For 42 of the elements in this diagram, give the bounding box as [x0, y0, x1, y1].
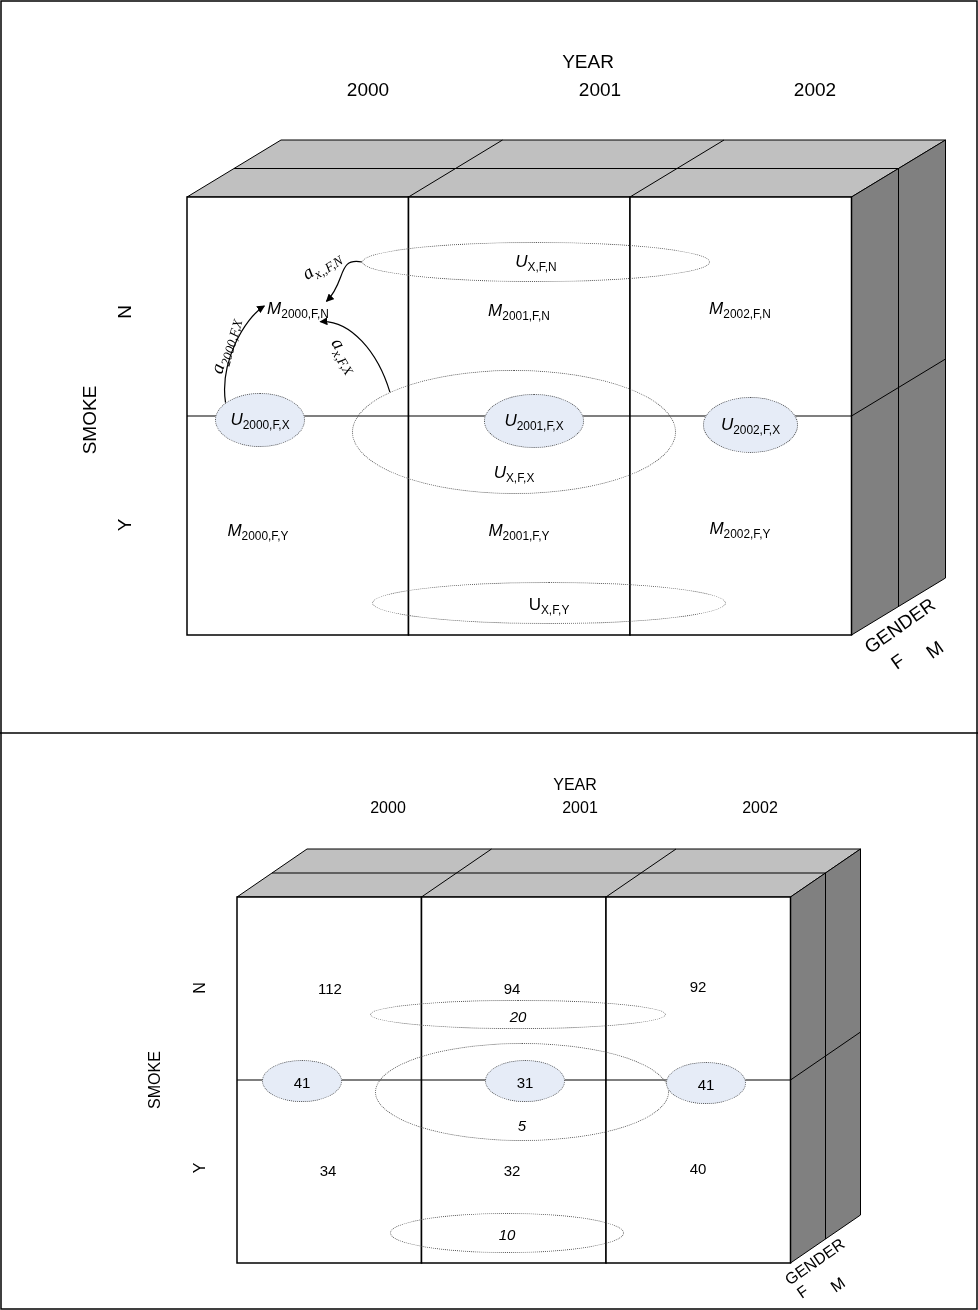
cell-value: 32 — [503, 1161, 521, 1179]
ellipse-label: 41 — [697, 1075, 715, 1093]
cell-value: 40 — [689, 1159, 707, 1177]
ellipse-label: 31 — [516, 1073, 534, 1091]
ellipse-label: 5 — [517, 1116, 527, 1134]
axis-tick: 2000 — [346, 79, 390, 101]
ellipse-label: 20 — [509, 1007, 527, 1024]
axis-tick: 2002 — [742, 799, 778, 817]
ellipse-label: U$_{X,F,Y}$ — [528, 594, 570, 618]
axis-tick: 2001 — [562, 799, 598, 817]
ellipse-label: U$_{X,F,N}$ — [515, 251, 557, 275]
axis-tick: 2000 — [370, 799, 406, 817]
axis-title: SMOKE — [146, 1051, 164, 1109]
cell-value: 112 — [318, 979, 342, 997]
axis-tick: 2001 — [578, 79, 622, 101]
axis-title: SMOKE — [79, 385, 101, 455]
ellipse-label: U$_{2000,F,X}$ — [230, 409, 290, 433]
axis-tick: Y — [191, 1162, 209, 1174]
ellipse-label: 41 — [293, 1073, 311, 1091]
cell-value: 92 — [689, 977, 707, 995]
ellipse-label: 10 — [498, 1225, 516, 1243]
arrow — [325, 260, 363, 303]
axis-tick: N — [191, 982, 209, 994]
cell-value: M$_{2000,F,N}$ — [267, 298, 329, 322]
axis-tick: 2002 — [793, 79, 837, 101]
arrow — [319, 317, 391, 393]
axis-title: YEAR — [562, 51, 614, 73]
axis-tick: F — [886, 649, 909, 675]
axis-tick: Y — [114, 518, 136, 532]
cell-value: 94 — [503, 979, 521, 997]
cell-value: M$_{2000,F,Y}$ — [227, 520, 289, 544]
cell-value: M$_{2001,F,Y}$ — [488, 520, 550, 544]
cell-value: M$_{2002,F,Y}$ — [709, 518, 771, 542]
cell-value: M$_{2002,F,N}$ — [709, 298, 771, 322]
axis-tick: N — [114, 305, 136, 319]
ellipse-label: U$_{2002,F,X}$ — [720, 414, 781, 438]
ellipse-label: U$_{2001,F,X}$ — [504, 410, 564, 434]
ellipse-label: U$_{X,F,X}$ — [493, 462, 535, 486]
arrow — [224, 305, 266, 404]
cell-value: M$_{2001,F,N}$ — [488, 300, 550, 324]
axis-title: YEAR — [553, 776, 597, 794]
cell-value: 34 — [319, 1161, 337, 1179]
